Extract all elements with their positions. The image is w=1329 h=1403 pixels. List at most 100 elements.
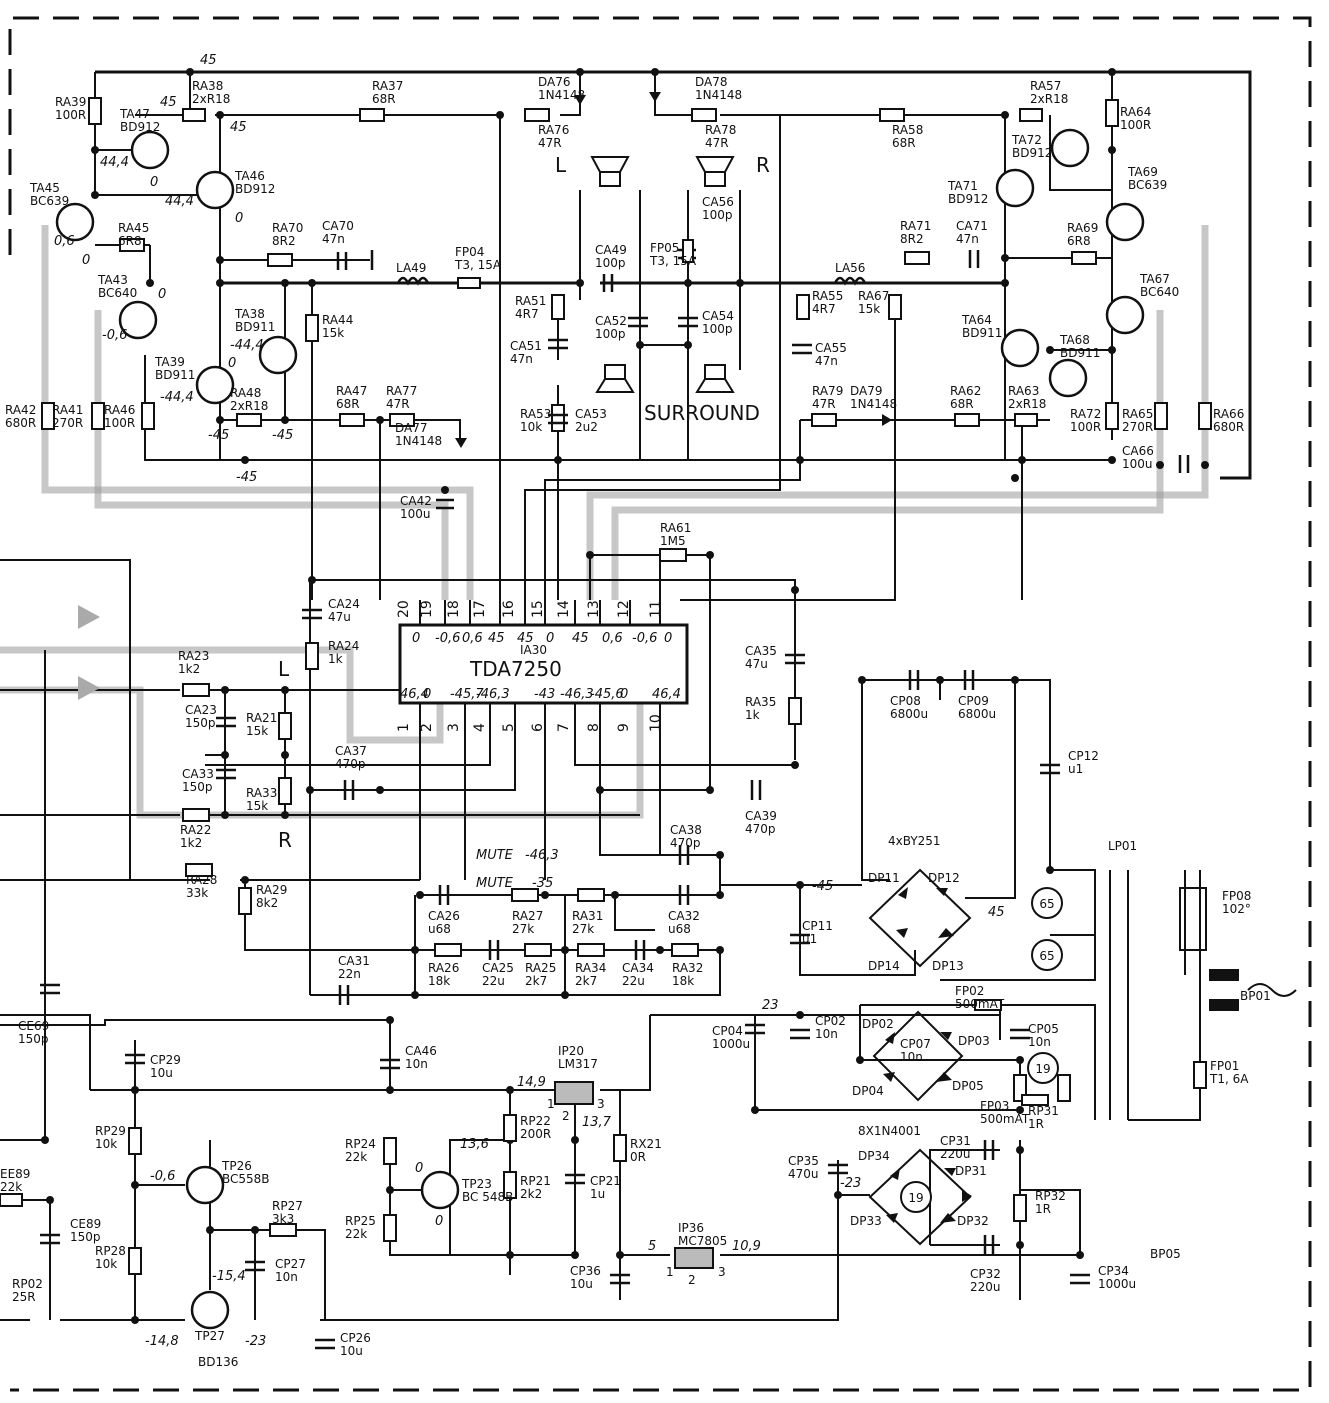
thermal-fuses: 65 65 19 19: [900, 887, 1063, 1213]
ref-rp28: RP28: [95, 1244, 126, 1258]
value-ra22: 1k2: [180, 836, 202, 850]
value-ra28: 33k: [186, 886, 208, 900]
ref-ra35: RA35: [745, 695, 776, 709]
svg-text:13,6: 13,6: [460, 1137, 489, 1152]
ref-ra44: RA44: [322, 313, 353, 327]
svg-text:0: 0: [158, 287, 166, 302]
svg-text:-45: -45: [272, 428, 293, 443]
value-ca53: 2u2: [575, 420, 598, 434]
ic-pin-voltage-18: 0,6: [462, 631, 483, 646]
ref-ta67: TA67: [1139, 272, 1170, 286]
value-tp26: BC558B: [222, 1172, 270, 1186]
ref-ca34: CA34: [622, 961, 654, 975]
ref-rp21: RP21: [520, 1174, 551, 1188]
value-ta47: BD912: [120, 120, 160, 134]
value-ra32: 18k: [672, 974, 694, 988]
ref-fp02: FP02: [955, 984, 984, 998]
value-ra51: 4R7: [515, 307, 539, 321]
ref-cp21: CP21: [590, 1174, 621, 1188]
value-ra33: 15k: [246, 799, 268, 813]
speakers: [590, 156, 735, 393]
ref-ip20: IP20: [558, 1044, 584, 1058]
ref-ra62: RA62: [950, 384, 981, 398]
ref-cp26: CP26: [340, 1331, 371, 1345]
svg-text:-0,6: -0,6: [102, 328, 127, 343]
svg-text:23: 23: [762, 998, 779, 1013]
ref-ce89: CE89: [70, 1217, 101, 1231]
ref-rp27: RP27: [272, 1199, 303, 1213]
ref-ra77: RA77: [386, 384, 417, 398]
value-ra25: 2k7: [525, 974, 547, 988]
ic-pin-voltage-6: -43: [534, 687, 555, 702]
voltage-labels: 45 45 45 44,4 44,4 0 0 0 0,6 0 -0,6 -44,…: [54, 53, 1005, 1349]
ref-rx21: RX21: [630, 1137, 662, 1151]
ref-bp01: BP01: [1240, 989, 1271, 1003]
label-bridge2: 8X1N4001: [858, 1124, 921, 1138]
value-cp08: 6800u: [890, 707, 928, 721]
svg-text:0: 0: [228, 356, 236, 371]
value-cp35: 470u: [788, 1167, 819, 1181]
ref-ca25: CA25: [482, 961, 514, 975]
value-ca26: u68: [428, 922, 451, 936]
ref-ra69: RA69: [1067, 221, 1098, 235]
value-ra42: 680R: [5, 416, 36, 430]
ref-ra67: RA67: [858, 289, 889, 303]
value-da76: 1N4148: [538, 88, 585, 102]
value-ta69: BC639: [1128, 178, 1167, 192]
transformer: [1109, 870, 1297, 1120]
label-bridge: 4xBY251: [888, 834, 941, 848]
ic-pin-19: 19: [419, 600, 435, 618]
value-ra65: 270R: [1122, 420, 1153, 434]
ref-ra57: RA57: [1030, 79, 1061, 93]
value-ca33: 150p: [182, 780, 213, 794]
value-ca46: 10n: [405, 1057, 428, 1071]
value-ra53: 10k: [520, 420, 542, 434]
value-ca24: 47u: [328, 610, 351, 624]
value-ra71: 8R2: [900, 232, 924, 246]
ref-ca42: CA42: [400, 494, 432, 508]
value-ra77: 47R: [386, 397, 410, 411]
ref-cp12: CP12: [1068, 749, 1099, 763]
ref-ca37: CA37: [335, 744, 367, 758]
ref-ra41: RA41: [52, 403, 83, 417]
value-ca32: u68: [668, 922, 691, 936]
ref-rp31: RP31: [1028, 1104, 1059, 1118]
svg-text:0: 0: [235, 211, 243, 226]
ref-ra71: RA71: [900, 219, 931, 233]
value-ca37: 470p: [335, 757, 366, 771]
value-ra47: 68R: [336, 397, 360, 411]
ref-ra29: RA29: [256, 883, 287, 897]
value-ca51: 47n: [510, 352, 533, 366]
value-rp02: 25R: [12, 1290, 36, 1304]
ic-pin-voltage-14: 45: [572, 631, 589, 646]
ref-ra37: RA37: [372, 79, 403, 93]
ref-ra48: RA48: [230, 386, 261, 400]
ic-part-label: TDA7250: [469, 657, 562, 681]
ic-pin-voltage-19: -0,6: [435, 631, 460, 646]
ref-ta39: TA39: [154, 355, 185, 369]
value-cp31: 220u: [940, 1147, 971, 1161]
ic-pin-18: 18: [446, 600, 462, 618]
mc7805-pin2: 2: [688, 1273, 696, 1287]
value-ra62: 68R: [950, 397, 974, 411]
lm317-pin1: 1: [547, 1097, 555, 1111]
ref-dp02: DP02: [862, 1017, 894, 1031]
regulator-lm317: [554, 1081, 594, 1105]
ic-pin-15: 15: [530, 600, 546, 618]
svg-text:45: 45: [230, 120, 247, 135]
ref-ra61: RA61: [660, 521, 691, 535]
resistors: [0, 97, 1212, 1275]
svg-text:-23: -23: [245, 1334, 266, 1349]
value-ca55: 47n: [815, 354, 838, 368]
ref-cp27: CP27: [275, 1257, 306, 1271]
svg-text:0: 0: [150, 175, 158, 190]
ref-rp32: RP32: [1035, 1189, 1066, 1203]
value-ra23: 1k2: [178, 662, 200, 676]
ref-tp26: TP26: [221, 1159, 252, 1173]
ref-ta43: TA43: [97, 273, 128, 287]
ref-cp11: CP11: [802, 919, 833, 933]
ref-ra39: RA39: [55, 95, 86, 109]
fuses: [457, 239, 1049, 1106]
value-ta38: BD911: [235, 320, 275, 334]
ref-ce89a: EE89: [0, 1167, 30, 1181]
